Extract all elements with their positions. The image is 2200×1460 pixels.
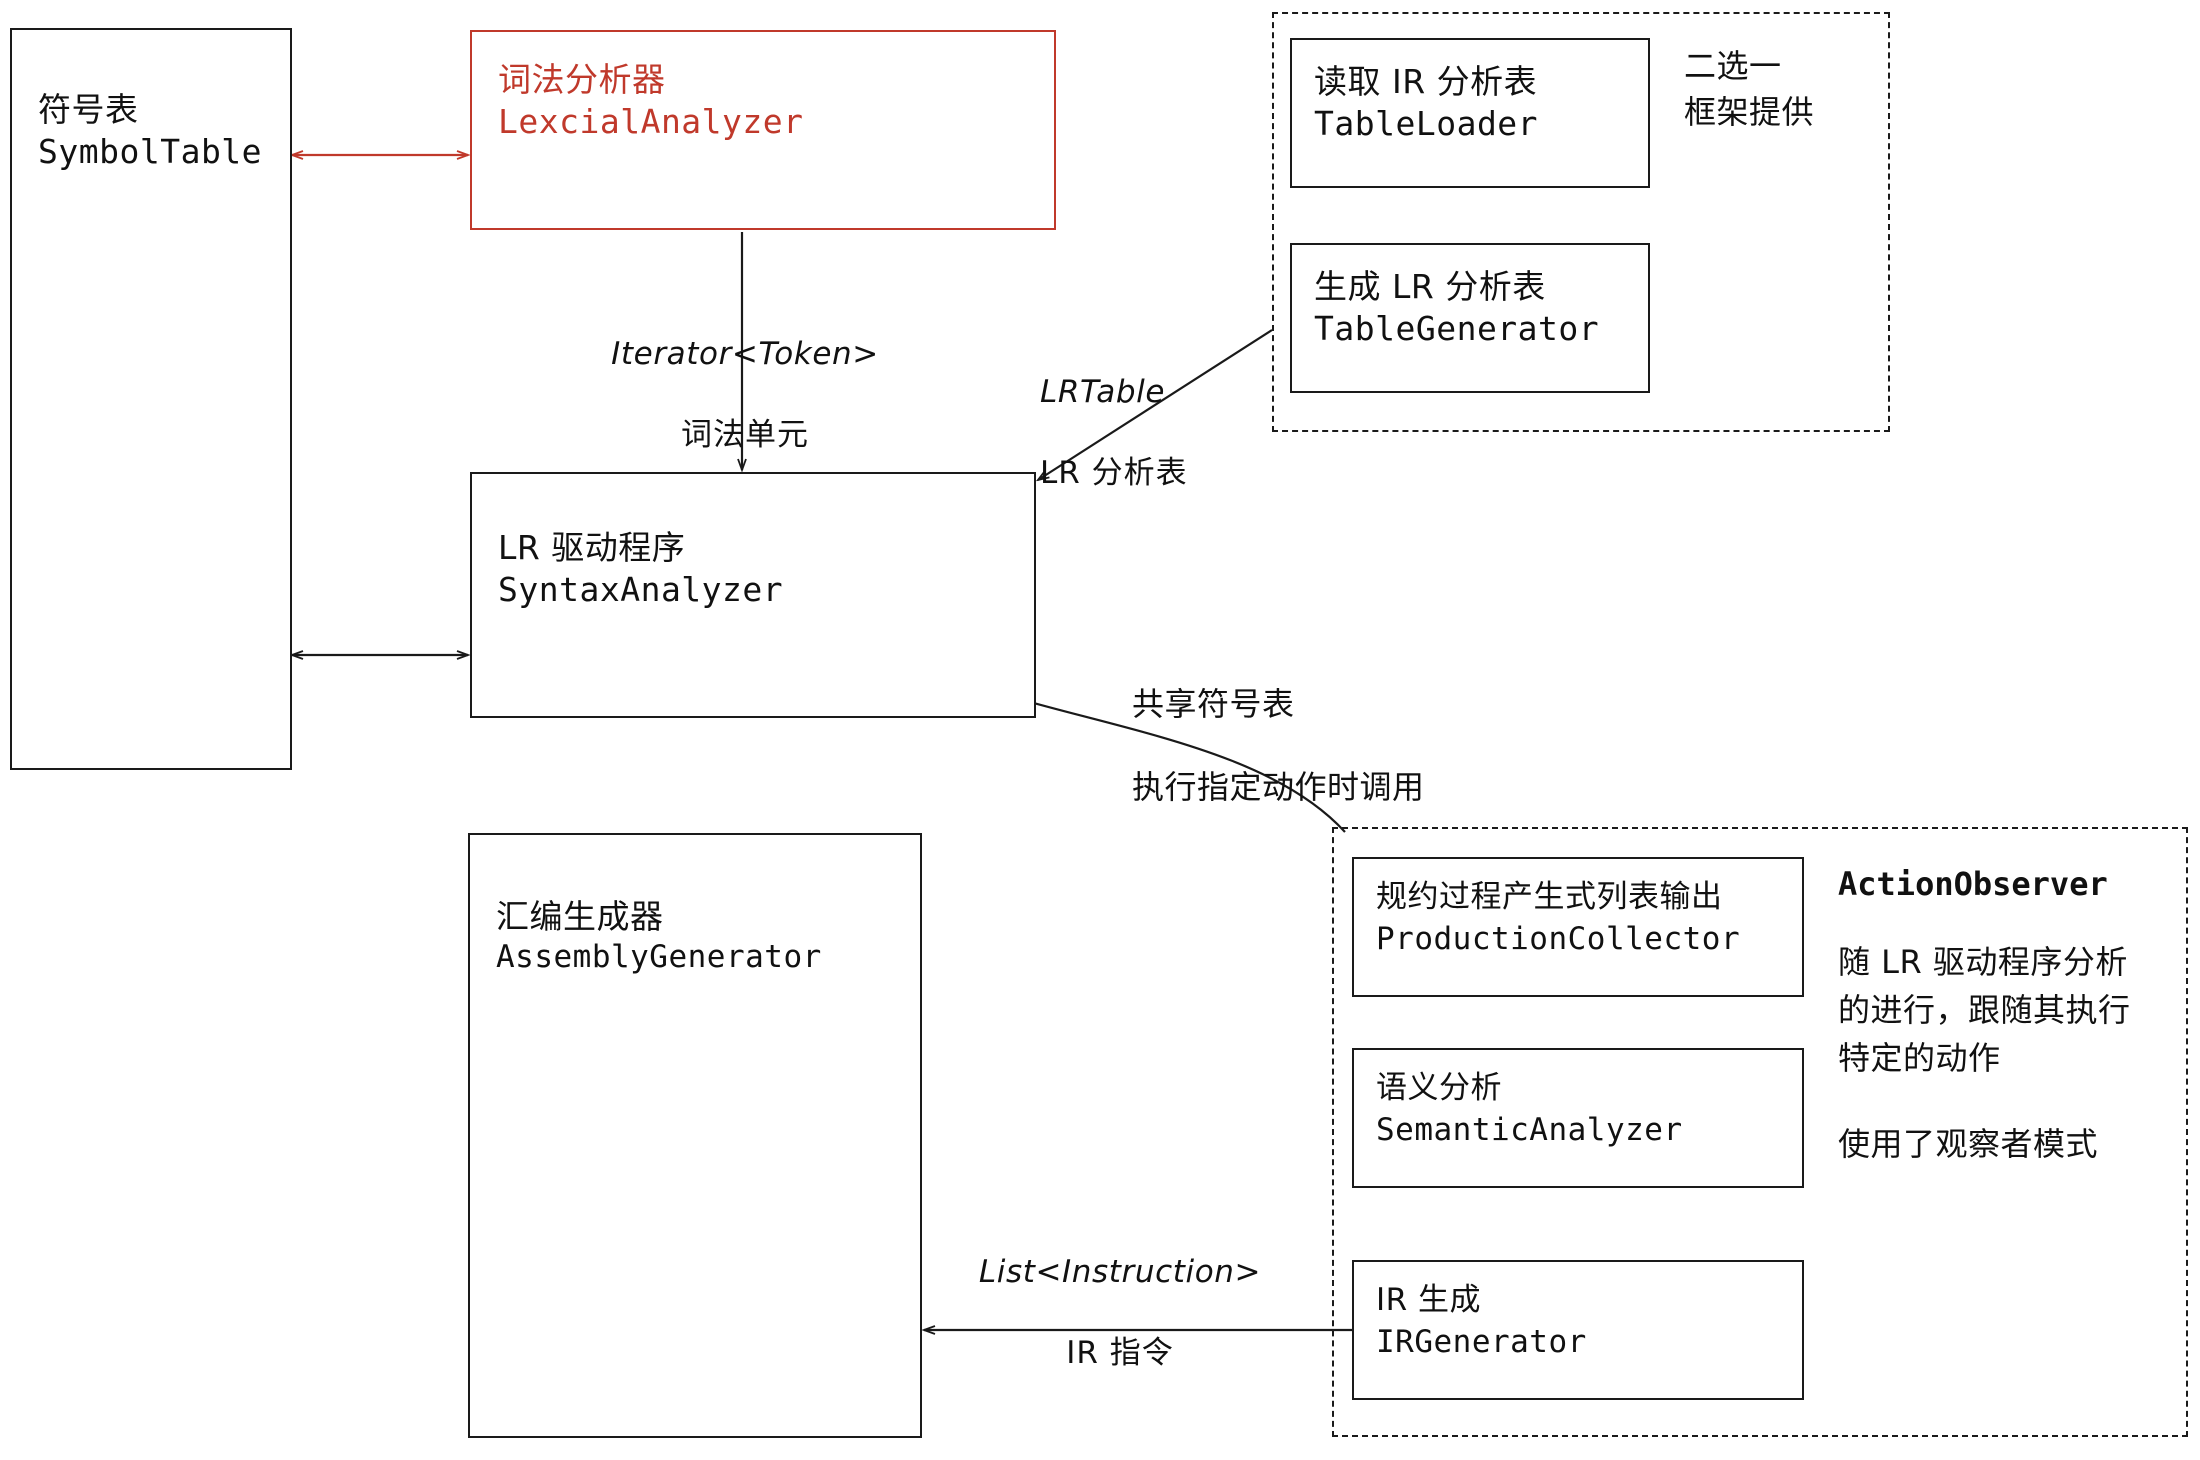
instruction-list-type-label: List<Instruction> [978,1253,1262,1290]
shared-symbol-table-line1: 共享符号表 [1132,684,1295,723]
action-observer-pattern-note: 使用了观察者模式 [1838,1125,2099,1163]
table-loader-cn-label: 读取 IR 分析表 [1314,62,1538,101]
lexical-analyzer-code-label: LexcialAnalyzer [498,102,804,141]
action-observer-desc-line1: 随 LR 驱动程序分析 [1838,943,2128,981]
table-generator-cn-label: 生成 LR 分析表 [1314,267,1546,306]
token-stream-cn-label: 词法单元 [681,417,809,454]
production-collector-code-label: ProductionCollector [1376,921,1741,957]
lexical-analyzer-cn-label: 词法分析器 [498,60,666,99]
box-ir-generator[interactable]: IR 生成 IRGenerator [1352,1260,1804,1400]
table-loader-code-label: TableLoader [1314,104,1539,143]
symbol-table-code-label: SymbolTable [38,132,263,171]
box-semantic-analyzer[interactable]: 语义分析 SemanticAnalyzer [1352,1048,1804,1188]
syntax-analyzer-cn-label: LR 驱动程序 [498,528,686,567]
action-observer-desc-line2: 的进行，跟随其执行 [1838,991,2131,1029]
semantic-analyzer-cn-label: 语义分析 [1376,1070,1502,1106]
box-production-collector[interactable]: 规约过程产生式列表输出 ProductionCollector [1352,857,1804,997]
lr-table-cn-label: LR 分析表 [1040,455,1188,492]
edge-label-shared-symbol-table: 共享符号表 执行指定动作时调用 [1132,642,1552,850]
group-action-observer [1332,827,2188,1437]
lr-table-type-label: LRTable [1040,373,1166,410]
box-lexical-analyzer[interactable]: 词法分析器 LexcialAnalyzer [470,30,1056,230]
action-observer-title: ActionObserver [1838,865,2108,903]
assembly-generator-code-label: AssemblyGenerator [496,939,822,975]
box-symbol-table[interactable]: 符号表 SymbolTable [10,28,292,770]
group-table-provider [1272,12,1890,432]
table-generator-code-label: TableGenerator [1314,309,1600,348]
edge-label-lr-table: LRTable LR 分析表 [1040,330,1300,535]
production-collector-cn-label: 规约过程产生式列表输出 [1376,879,1723,915]
syntax-analyzer-code-label: SyntaxAnalyzer [498,570,784,609]
box-table-generator[interactable]: 生成 LR 分析表 TableGenerator [1290,243,1650,393]
edge-label-token-stream: Iterator<Token> 词法单元 [560,292,930,497]
token-stream-type-label: Iterator<Token> [611,335,879,372]
box-syntax-analyzer[interactable]: LR 驱动程序 SyntaxAnalyzer [470,472,1036,718]
semantic-analyzer-code-label: SemanticAnalyzer [1376,1112,1683,1148]
shared-symbol-table-line2: 执行指定动作时调用 [1132,767,1425,806]
table-provider-note-line1: 二选一 [1684,47,1782,85]
table-provider-note-line2: 框架提供 [1684,93,1815,131]
instruction-list-cn-label: IR 指令 [1066,1335,1174,1372]
assembly-generator-cn-label: 汇编生成器 [496,897,664,936]
ir-generator-code-label: IRGenerator [1376,1324,1587,1360]
ir-generator-cn-label: IR 生成 [1376,1282,1482,1318]
symbol-table-cn-label: 符号表 [38,90,139,129]
box-table-loader[interactable]: 读取 IR 分析表 TableLoader [1290,38,1650,188]
action-observer-desc-line3: 特定的动作 [1838,1039,2001,1077]
box-assembly-generator[interactable]: 汇编生成器 AssemblyGenerator [468,833,922,1438]
edge-label-instruction-list: List<Instruction> IR 指令 [955,1210,1285,1415]
